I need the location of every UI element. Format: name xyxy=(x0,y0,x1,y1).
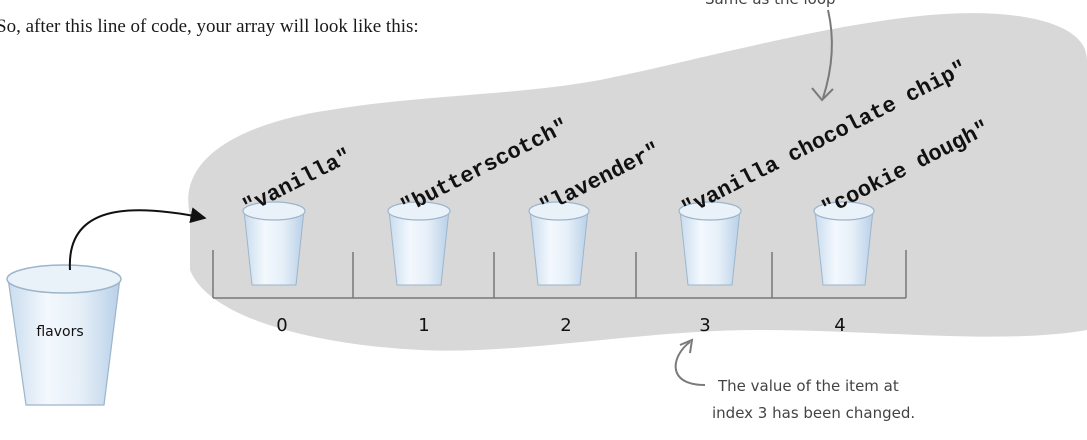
array-cup-0 xyxy=(242,201,306,286)
flavors-variable-cup: flavors xyxy=(6,264,122,406)
array-cup-4 xyxy=(813,201,875,286)
array-cup-1 xyxy=(387,201,451,286)
array-index-3: 3 xyxy=(699,315,710,336)
reference-arrow xyxy=(68,207,207,271)
array-index-2: 2 xyxy=(560,315,571,336)
annotation-line-2: index 3 has been changed. xyxy=(712,404,915,422)
array-index-1: 1 xyxy=(418,315,429,336)
top-annotation: Same as the loop xyxy=(705,0,836,8)
array-index-0: 0 xyxy=(276,315,287,336)
array-index-4: 4 xyxy=(834,315,845,336)
annotation-arrow xyxy=(674,341,706,386)
top-arrow xyxy=(822,9,833,99)
top-arrow-head xyxy=(811,87,834,102)
flavors-label: flavors xyxy=(36,324,83,340)
annotation-arrow-head xyxy=(679,338,694,354)
array-tray xyxy=(212,250,907,299)
intro-text: So, after this line of code, your array … xyxy=(0,16,419,37)
array-cup-2 xyxy=(528,201,590,286)
annotation-line-1: The value of the item at xyxy=(717,377,899,395)
array-cup-3 xyxy=(678,201,742,286)
